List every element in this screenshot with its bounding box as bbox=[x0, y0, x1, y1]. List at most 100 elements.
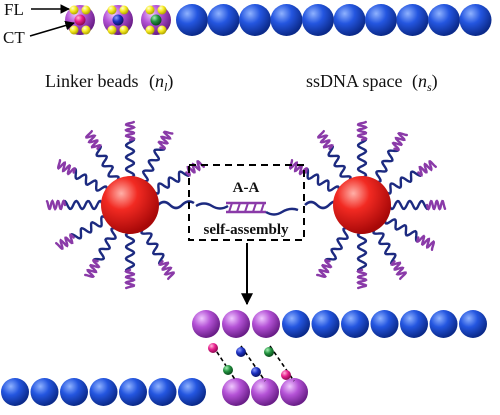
dna-strand-end bbox=[85, 130, 102, 150]
self-assembly-label: self-assembly bbox=[204, 222, 289, 238]
dna-strand-end bbox=[390, 260, 407, 280]
flanker-bead bbox=[157, 25, 167, 35]
linker-beads-label: Linker beads bbox=[45, 71, 138, 91]
linker-subscript: l bbox=[164, 80, 168, 94]
dna-strand bbox=[374, 149, 399, 184]
top-bead-chain bbox=[65, 4, 492, 36]
dna-strand-end bbox=[356, 268, 368, 290]
dna-strand bbox=[152, 170, 190, 195]
dna-strand-end bbox=[56, 159, 76, 176]
ssdna-bead bbox=[428, 4, 460, 36]
legend-arrows: FL CT bbox=[3, 0, 75, 47]
dna-strand bbox=[95, 145, 120, 183]
dna-strand-end bbox=[124, 268, 136, 290]
ssdna-bead bbox=[207, 4, 240, 36]
linker-beads bbox=[65, 5, 171, 35]
caption-ssdna: ssDNA space (ns) bbox=[306, 71, 438, 94]
lower-ssdna-chain bbox=[1, 378, 206, 406]
dna-strand bbox=[372, 227, 397, 265]
dna-strand-end bbox=[84, 259, 101, 279]
flanker-bead bbox=[107, 25, 117, 35]
dna-strand-end bbox=[356, 120, 368, 142]
ssdna-bead bbox=[282, 310, 310, 338]
lower-linker-bead bbox=[222, 378, 250, 406]
flanker-bead bbox=[81, 5, 91, 15]
dna-strand bbox=[383, 217, 418, 242]
ct-arrow bbox=[29, 20, 75, 37]
ct-bead-magenta bbox=[208, 343, 218, 353]
dna-strand bbox=[63, 199, 105, 211]
lower-linker-bead bbox=[251, 378, 279, 406]
ct-bead-blue bbox=[112, 14, 124, 26]
bridge-strand-left bbox=[157, 200, 195, 210]
dna-strand bbox=[124, 138, 136, 180]
ssdna-bead bbox=[302, 4, 334, 36]
ssdna-bead bbox=[89, 378, 118, 406]
ssdna-bead bbox=[400, 310, 428, 338]
bottom-assembly bbox=[1, 310, 487, 406]
ssdna-bead bbox=[1, 378, 29, 406]
flanker-bead bbox=[145, 5, 155, 15]
ssdna-bead bbox=[60, 378, 88, 406]
dna-strand-end bbox=[317, 130, 334, 150]
ssdna-bead bbox=[341, 310, 369, 338]
ssdna-subscript: s bbox=[427, 80, 432, 94]
dna-strand-end bbox=[288, 159, 308, 176]
ssdna-space-label: ssDNA space bbox=[306, 71, 403, 91]
hybrid-strand-right bbox=[265, 207, 299, 216]
lower-linker-bead bbox=[280, 378, 308, 406]
ssdna-bead bbox=[176, 4, 208, 36]
dna-strand-end bbox=[55, 233, 75, 250]
ssdna-bead bbox=[30, 378, 59, 406]
ssdna-bead bbox=[119, 378, 147, 406]
ct-label: CT bbox=[3, 28, 25, 47]
flanker-bead bbox=[145, 25, 155, 35]
caption-linker: Linker beads (nl) bbox=[45, 71, 173, 94]
ssdna-bead bbox=[311, 310, 340, 338]
flanker-bead bbox=[119, 25, 129, 35]
linker-symbol: n bbox=[155, 71, 164, 91]
dna-strand-end bbox=[391, 131, 408, 151]
dna-strand bbox=[306, 168, 341, 193]
ssdna-bead bbox=[365, 4, 397, 36]
dna-strand-end bbox=[158, 260, 175, 280]
dna-strand bbox=[325, 226, 350, 261]
ssdna-bead bbox=[178, 378, 206, 406]
flanker-bead bbox=[69, 25, 79, 35]
upper-linker-bead bbox=[222, 310, 250, 338]
ssdna-bead bbox=[396, 4, 429, 36]
ssdna-bead bbox=[333, 4, 366, 36]
ct-bead-green bbox=[264, 347, 274, 357]
upper-linker-bead bbox=[192, 310, 220, 338]
flanker-bead bbox=[69, 5, 79, 15]
dna-strand-end bbox=[157, 130, 174, 150]
hybrid-strand-top bbox=[195, 202, 229, 210]
dashed-box bbox=[188, 164, 305, 241]
ssdna-symbol: n bbox=[418, 71, 427, 91]
ssdna-bead bbox=[370, 310, 399, 338]
dna-strand-end bbox=[425, 199, 447, 211]
ct-bead-blue bbox=[236, 347, 246, 357]
dna-strand-end bbox=[416, 234, 436, 251]
svg-text:Linker beads (nl): Linker beads (nl) bbox=[45, 71, 173, 94]
ssdna-bead bbox=[239, 4, 271, 36]
flanker-bead bbox=[81, 25, 91, 35]
ssdna-bead bbox=[148, 378, 177, 406]
ct-bead-blue bbox=[251, 367, 261, 377]
right-nanoparticle-strands bbox=[288, 120, 447, 290]
flanker-bead bbox=[119, 5, 129, 15]
ct-bead-magenta bbox=[281, 370, 291, 380]
ssdna-bead bbox=[429, 310, 458, 338]
ssdna-bead bbox=[459, 310, 487, 338]
dna-strand bbox=[70, 215, 108, 240]
dna-strand-end bbox=[316, 259, 333, 279]
left-nanoparticle bbox=[101, 176, 159, 234]
dna-strand bbox=[74, 168, 109, 193]
aa-label: A-A bbox=[233, 180, 260, 196]
dna-strand bbox=[356, 138, 368, 180]
ssdna-bead bbox=[270, 4, 303, 36]
ct-bead-green bbox=[223, 365, 233, 375]
ct-bead-green bbox=[150, 14, 162, 26]
dna-strand bbox=[141, 148, 166, 183]
